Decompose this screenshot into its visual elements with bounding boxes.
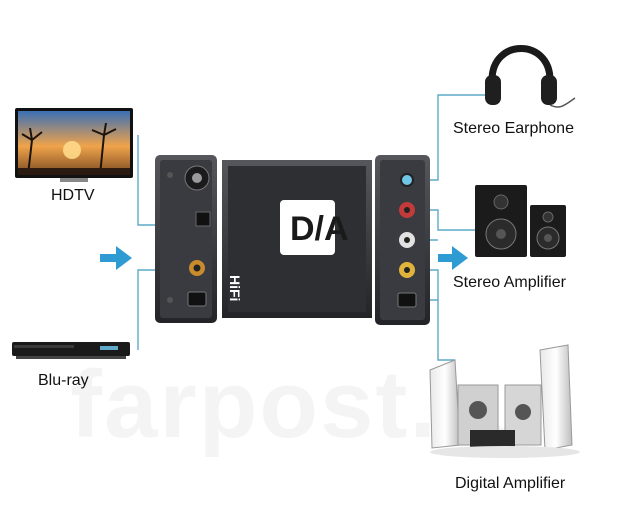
hdtv-icon: [15, 108, 133, 182]
headphones-icon: [485, 45, 576, 108]
device-main-body: D/A HiFi: [222, 160, 372, 318]
label-stereo-amplifier: Stereo Amplifier: [453, 274, 566, 291]
device-hifi-label: HiFi: [227, 275, 243, 301]
label-digital-amplifier: Digital Amplifier: [455, 475, 566, 492]
device-left-panel: [155, 155, 217, 323]
label-hdtv: HDTV: [51, 187, 95, 204]
device-right-panel: [375, 155, 430, 325]
stereo-speakers-icon: [475, 185, 566, 257]
digital-amplifier-icon: [429, 344, 580, 458]
label-stereo-earphone: Stereo Earphone: [453, 120, 574, 137]
input-arrow: [100, 246, 132, 270]
output-arrow: [438, 246, 468, 270]
label-bluray: Blu-ray: [38, 372, 89, 389]
bluray-icon: [12, 342, 130, 359]
device-logo: D/A: [290, 210, 349, 248]
